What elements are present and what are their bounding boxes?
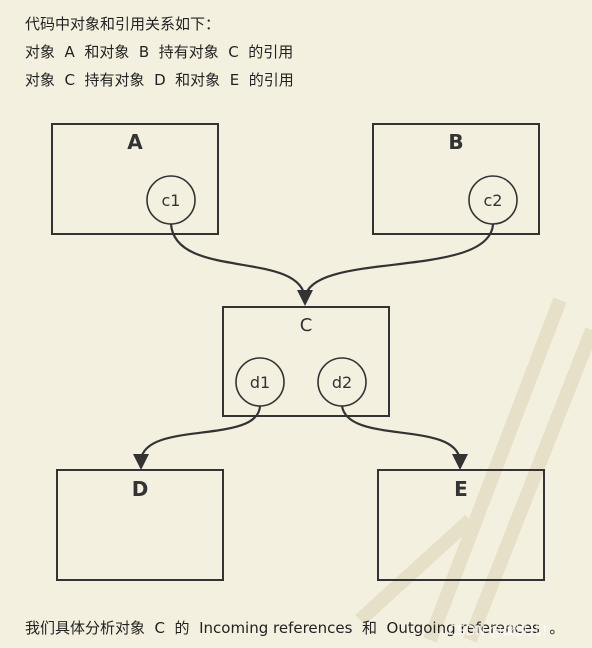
- ref-d1-label: d1: [250, 373, 270, 392]
- ref-c2-label: c2: [484, 191, 503, 210]
- edge-c1-to-c: [169, 223, 307, 299]
- node-d-box: [56, 469, 224, 581]
- arrow-into-e: [452, 454, 468, 470]
- node-b-box: [372, 123, 540, 235]
- arrow-into-d: [133, 454, 149, 470]
- node-d: D: [56, 469, 224, 581]
- intro-line-2: 对象 A 和对象 B 持有对象 C 的引用: [25, 43, 294, 61]
- csdn-watermark: CSDN @菜饼儿！: [448, 624, 555, 639]
- node-c: C d1 d2: [222, 306, 390, 417]
- intro-line-1: 代码中对象和引用关系如下：: [25, 15, 221, 33]
- intro-text: 代码中对象和引用关系如下： 对象 A 和对象 B 持有对象 C 的引用 对象 C…: [25, 10, 294, 94]
- outro-text: 我们具体分析对象 C 的 Incoming references 和 Outgo…: [25, 619, 565, 637]
- node-e-box: [377, 469, 545, 581]
- node-e-label: E: [454, 477, 468, 501]
- node-c-label: C: [300, 315, 313, 336]
- ref-c1-label: c1: [162, 191, 181, 210]
- node-d-label: D: [132, 477, 149, 501]
- arrow-into-c: [297, 290, 313, 306]
- ref-d2-label: d2: [332, 373, 352, 392]
- node-a: A c1: [51, 123, 219, 235]
- node-b: B c2: [372, 123, 540, 235]
- node-a-box: [51, 123, 219, 235]
- node-b-label: B: [448, 130, 463, 154]
- deco-stripe-2: [463, 327, 592, 643]
- edge-d2-to-e: [340, 405, 462, 461]
- edge-d1-to-d: [139, 405, 262, 461]
- node-c-box: [222, 306, 390, 417]
- deco-stripe-3: [355, 514, 475, 626]
- intro-line-3: 对象 C 持有对象 D 和对象 E 的引用: [25, 71, 294, 89]
- node-e: E: [377, 469, 545, 581]
- edge-c2-to-c: [303, 223, 495, 299]
- node-a-label: A: [127, 130, 143, 154]
